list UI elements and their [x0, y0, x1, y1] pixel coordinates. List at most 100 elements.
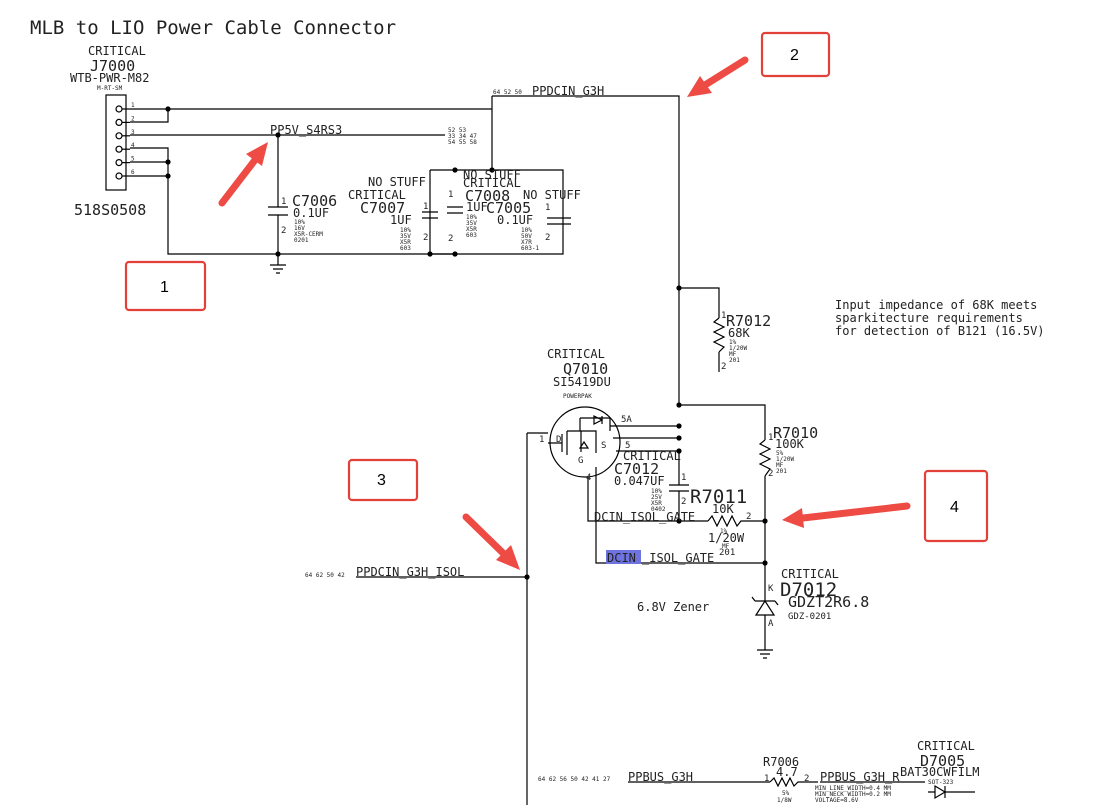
r7010-value: 100K — [775, 437, 805, 451]
svg-text:2: 2 — [545, 233, 550, 243]
connector-pin-number: 5 — [131, 156, 135, 163]
svg-text:2: 2 — [423, 233, 428, 243]
connector-ref: J7000 — [90, 57, 135, 75]
r7012-ref: R7012 — [726, 312, 771, 330]
c7012-spec-tol: 10% — [651, 488, 662, 495]
c7008-ref: C7008 — [465, 187, 510, 205]
svg-text:4: 4 — [950, 499, 959, 516]
connector-pin — [115, 159, 123, 167]
q7010-pin-5a: 5A — [621, 415, 632, 425]
c7007-spec-volt: 35V — [400, 233, 411, 240]
svg-text:2: 2 — [681, 497, 686, 507]
connector-pin-number: 2 — [131, 115, 135, 122]
arrow-2 — [687, 56, 749, 97]
c7008-nostuff: NO STUFF — [463, 168, 521, 182]
c7008-spec-diel: X5R — [466, 226, 477, 233]
r7011-spec-tol: 1% — [720, 528, 728, 535]
c7008-value: 1UF — [466, 200, 488, 214]
ppdcin-isol-pages: 64 62 50 42 — [305, 572, 345, 579]
svg-text:1: 1 — [423, 202, 428, 212]
r7006-spec-tol: 5% — [782, 790, 790, 797]
c7006-value: 0.1UF — [293, 206, 329, 220]
connector-pin — [115, 145, 123, 153]
net-ppdcin-label: PPDCIN_G3H — [532, 84, 604, 98]
r7012-spec-power: 1/20W — [729, 345, 747, 352]
connector-body — [105, 94, 127, 191]
callout-2: 2 — [760, 31, 831, 78]
callout-1: 1 — [124, 260, 207, 312]
r7010-ref: R7010 — [773, 424, 818, 442]
c7012-critical: CRITICAL — [623, 449, 681, 463]
r7011-value: 10K — [712, 502, 734, 516]
c7005-spec-pkg: 603-1 — [521, 245, 539, 252]
q7010-ref: Q7010 — [563, 360, 608, 378]
c7007-nostuff: NO STUFF — [368, 175, 426, 189]
r7012-value: 68K — [728, 326, 750, 340]
r7010-spec-type: MF — [776, 462, 784, 469]
net-dcin-isol-gate-1: DCIN_ISOL_GATE — [594, 510, 695, 524]
svg-text:3: 3 — [377, 472, 386, 489]
d7012-critical: CRITICAL — [781, 567, 839, 581]
r7012-spec-type: MF — [729, 351, 737, 358]
c7008-spec-pkg: 603 — [466, 232, 477, 239]
page-title: MLB to LIO Power Cable Connector — [30, 17, 396, 39]
connector-pin — [115, 132, 123, 140]
q7010-part: SI5419DU — [553, 375, 611, 389]
d7012-k: K — [768, 584, 774, 594]
svg-text:1: 1 — [545, 203, 550, 213]
c7007-spec-tol: 10% — [400, 227, 411, 234]
connector-critical-label: CRITICAL — [88, 44, 146, 58]
net-dcin-isol-gate-2: _ISOL_GATE — [642, 551, 714, 565]
svg-text:1: 1 — [281, 197, 286, 207]
svg-text:S: S — [601, 441, 606, 451]
connector-bom: 518S0508 — [74, 201, 146, 219]
svg-text:1: 1 — [721, 311, 726, 321]
d7005-package: SOT-323 — [928, 779, 954, 786]
svg-text:54 55 58: 54 55 58 — [448, 139, 477, 146]
d7005-critical: CRITICAL — [917, 739, 975, 753]
c7008-critical: CRITICAL — [463, 176, 521, 190]
c7007-value: 1UF — [390, 213, 412, 227]
connector-part: WTB-PWR-M82 — [70, 71, 149, 85]
svg-text:4: 4 — [586, 473, 591, 483]
r7006-ref: R7006 — [763, 755, 799, 769]
c7007-critical: CRITICAL — [348, 188, 406, 202]
c7012-spec-pkg: 0402 — [651, 506, 666, 513]
note-line-2: sparkitecture requirements — [835, 311, 1023, 325]
r7010-spec-pkg: 201 — [776, 468, 787, 475]
c7006-spec-tol: 10% — [294, 219, 305, 226]
connector-pin — [115, 118, 123, 127]
svg-text:2: 2 — [804, 774, 809, 784]
note-line-1: Input impedance of 68K meets — [835, 298, 1037, 312]
svg-text:2: 2 — [768, 469, 773, 479]
c7005-spec-tol: 10% — [521, 227, 532, 234]
svg-text:52 53: 52 53 — [448, 127, 466, 134]
c7012-spec-volt: 25V — [651, 494, 662, 501]
callout-3: 3 — [347, 458, 419, 502]
connector-j7000: CRITICAL J7000 WTB-PWR-M82 M-RT-SM 518S0… — [70, 44, 149, 219]
c7006-spec-diel: X5R-CERM — [294, 231, 323, 238]
d7005-part: BAT30CWFILM — [900, 765, 979, 779]
net-pp5v-label: PP5V_S4RS3 — [270, 123, 342, 137]
d7005-ref: D7005 — [920, 752, 965, 770]
d7012-ref: D7012 — [780, 579, 837, 601]
svg-text:G: G — [578, 456, 583, 466]
d7012-package: GDZ-0201 — [788, 612, 831, 622]
c7005-ref: C7005 — [486, 199, 531, 217]
connector-pin-number: 1 — [131, 102, 135, 109]
ppbus-pages: 64 62 56 50 42 41 27 — [538, 776, 611, 783]
r7011-spec-power: 1/20W — [708, 531, 745, 545]
svg-text:1: 1 — [448, 190, 453, 200]
r7006-value: 4.7 — [776, 765, 798, 779]
callout-4: 4 — [923, 469, 989, 543]
net-ppdcin-isol-label: PPDCIN_G3H_ISOL — [356, 565, 464, 579]
d7012-a: A — [768, 619, 774, 629]
r7006-spec-power: 1/8W — [777, 797, 792, 804]
svg-text:2: 2 — [721, 362, 726, 372]
c7005-value: 0.1UF — [497, 213, 533, 227]
d7012-part: GDZT2R6.8 — [788, 593, 869, 611]
arrow-3 — [462, 513, 520, 570]
c7005-spec-volt: 50V — [521, 233, 532, 240]
svg-text:1: 1 — [681, 473, 686, 483]
